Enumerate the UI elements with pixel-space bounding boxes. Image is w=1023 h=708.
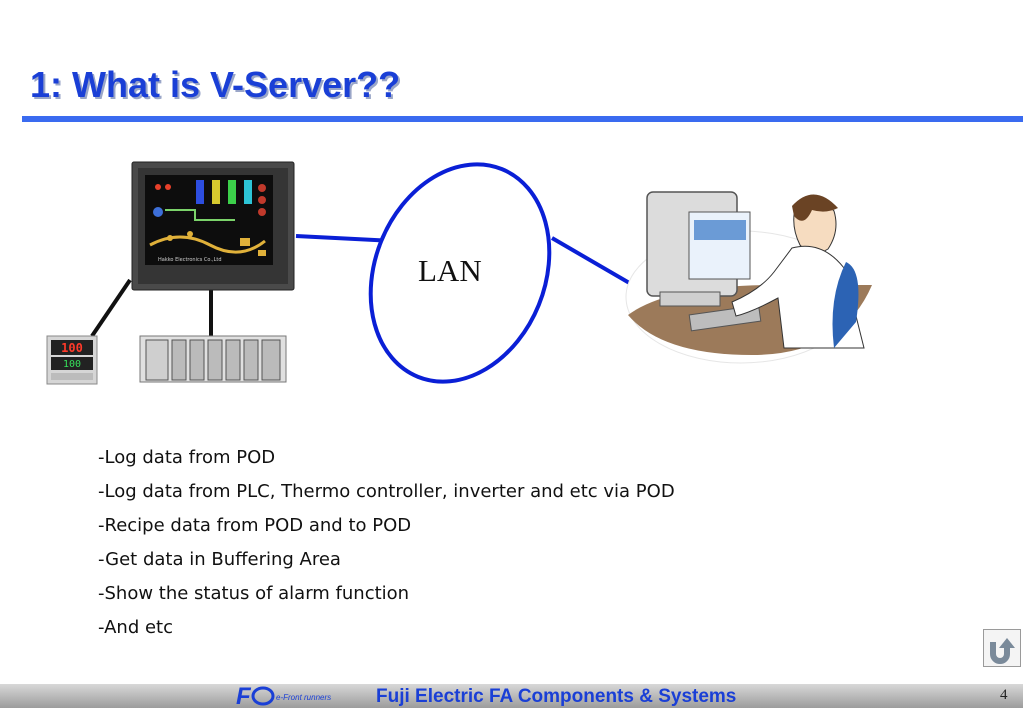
pod-touch-panel: Hakko Electronics Co.,Ltd <box>131 161 295 291</box>
list-item: -And etc <box>98 617 173 638</box>
pod-to-thermo-link <box>90 278 132 338</box>
pc-user-illustration <box>625 191 872 364</box>
thermo-controller: 100 100 <box>46 335 98 385</box>
pod-to-lan-link <box>295 234 394 243</box>
list-item: -Log data from POD <box>98 447 276 468</box>
list-item: -Log data from PLC, Thermo controller, i… <box>98 481 675 502</box>
logo-tagline: e-Front runners <box>276 693 331 702</box>
list-item: -Show the status of alarm function <box>98 583 410 604</box>
list-item: -Get data in Buffering Area <box>98 549 341 570</box>
page-number: 4 <box>1000 687 1008 703</box>
u-turn-arrow-icon <box>990 638 1015 664</box>
company-name: Fuji Electric FA Components & Systems <box>376 686 737 707</box>
svg-text:F: F <box>236 684 252 708</box>
list-item: -Recipe data from POD and to POD <box>98 515 412 536</box>
slide-title: 1: What is V-Server?? <box>30 64 401 105</box>
network-diagram: Hakko Electronics Co.,Ltd 100 100 LAN <box>46 161 872 385</box>
fe-logo-icon: F e-Front runners <box>236 684 331 708</box>
pod-screen-label: Hakko Electronics Co.,Ltd <box>158 257 222 263</box>
feature-list: -Log data from POD -Log data from PLC, T… <box>98 446 675 650</box>
footer-bar: F e-Front runners Fuji Electric FA Compo… <box>0 684 1023 708</box>
plc-rack <box>139 335 287 383</box>
thermo-lower-value: 100 <box>63 359 81 370</box>
thermo-upper-value: 100 <box>61 341 83 355</box>
lan-label: LAN <box>418 253 482 288</box>
title-underline <box>22 116 1023 122</box>
return-button[interactable] <box>983 629 1021 667</box>
lan-ellipse <box>368 162 552 384</box>
